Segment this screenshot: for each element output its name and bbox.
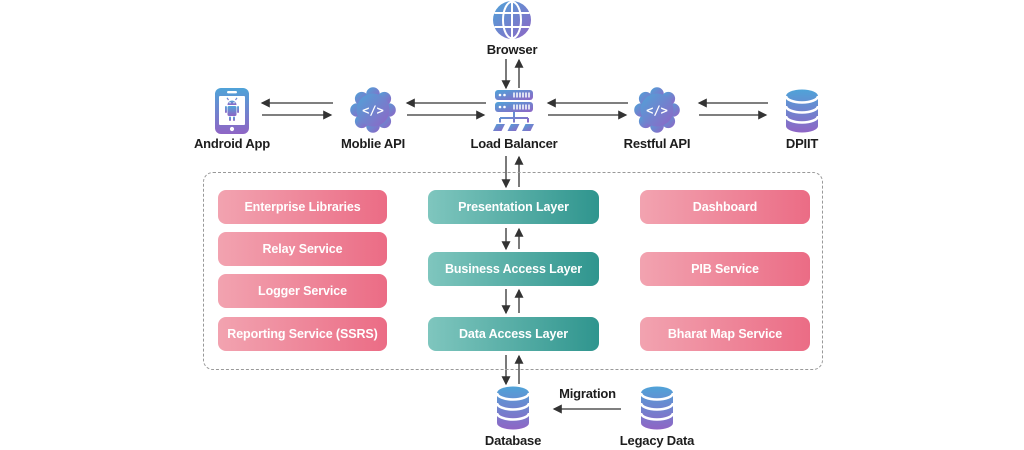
service-relay-service: Relay Service: [218, 232, 387, 266]
node-mobile-api: </> Moblie API: [325, 86, 421, 151]
service-reporting-service-ssrs: Reporting Service (SSRS): [218, 317, 387, 351]
node-database: Database: [468, 385, 558, 448]
application-boundary-box: [203, 172, 823, 370]
layer-business-access: Business Access Layer: [428, 252, 599, 286]
node-label: Load Balancer: [470, 136, 558, 151]
api-gear-icon: </>: [350, 87, 396, 133]
globe-icon: [493, 0, 531, 40]
service-enterprise-libraries: Enterprise Libraries: [218, 190, 387, 224]
service-pib-service: PIB Service: [640, 252, 810, 286]
node-label: Browser: [486, 42, 538, 57]
api-gear-icon: </>: [634, 87, 680, 133]
database-icon: [495, 386, 531, 430]
layer-data-access: Data Access Layer: [428, 317, 599, 351]
database-icon: [784, 89, 820, 133]
node-label: Database: [484, 433, 542, 448]
layer-presentation: Presentation Layer: [428, 190, 599, 224]
arrow-browser-loadbalancer: [501, 58, 524, 90]
node-android-app: Android App: [184, 86, 280, 151]
node-legacy-data: Legacy Data: [612, 385, 702, 448]
node-label: Restful API: [623, 136, 691, 151]
node-label: Moblie API: [341, 136, 405, 151]
migration-label: Migration: [559, 386, 616, 401]
node-browser: Browser: [467, 0, 557, 57]
code-glyph: </>: [362, 104, 384, 118]
node-label: Android App: [193, 136, 271, 151]
node-label: DPIIT: [785, 136, 819, 151]
service-logger-service: Logger Service: [218, 274, 387, 308]
android-phone-icon: [215, 88, 249, 134]
node-label: Legacy Data: [619, 433, 695, 448]
service-dashboard: Dashboard: [640, 190, 810, 224]
load-balancer-icon: [493, 90, 534, 131]
node-dpiit: DPIIT: [754, 86, 850, 151]
service-bharat-map-service: Bharat Map Service: [640, 317, 810, 351]
code-glyph: </>: [646, 104, 668, 118]
database-icon: [639, 386, 675, 430]
node-load-balancer: Load Balancer: [466, 86, 562, 151]
node-restful-api: </> Restful API: [609, 86, 705, 151]
